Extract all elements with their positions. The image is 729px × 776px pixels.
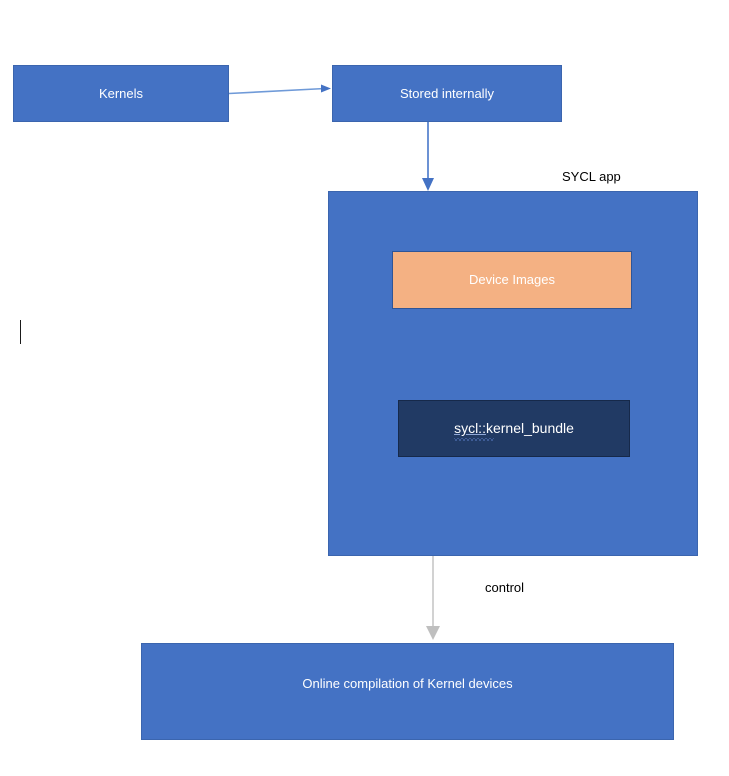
box-device-images[interactable]: Device Images <box>392 251 632 309</box>
box-kernels[interactable]: Kernels <box>13 65 229 122</box>
box-kernel-bundle[interactable]: sycl::kernel_bundle <box>398 400 630 457</box>
edge-stored-to-sycl-app <box>422 122 434 191</box>
sycl-app-label: SYCL app <box>562 169 621 184</box>
text-caret <box>20 320 21 344</box>
spellcheck-squiggle-icon <box>454 437 495 441</box>
sycl-app-container <box>328 191 698 556</box>
box-device-images-label: Device Images <box>469 272 555 288</box>
box-stored-internally[interactable]: Stored internally <box>332 65 562 122</box>
box-stored-internally-label: Stored internally <box>400 85 494 101</box>
box-online-compilation-label: Online compilation of Kernel devices <box>302 675 513 691</box>
box-online-compilation[interactable]: Online compilation of Kernel devices <box>141 643 674 740</box>
box-kernel-bundle-prefix: sycl:: <box>454 420 486 437</box>
edge-label-control: control <box>485 580 525 595</box>
box-kernels-label: Kernels <box>98 85 144 101</box>
box-kernel-bundle-label-wrap: sycl::kernel_bundle <box>454 420 574 441</box>
box-kernel-bundle-suffix: kernel_bundle <box>485 420 574 437</box>
edge-kernels-to-stored <box>228 84 331 95</box>
